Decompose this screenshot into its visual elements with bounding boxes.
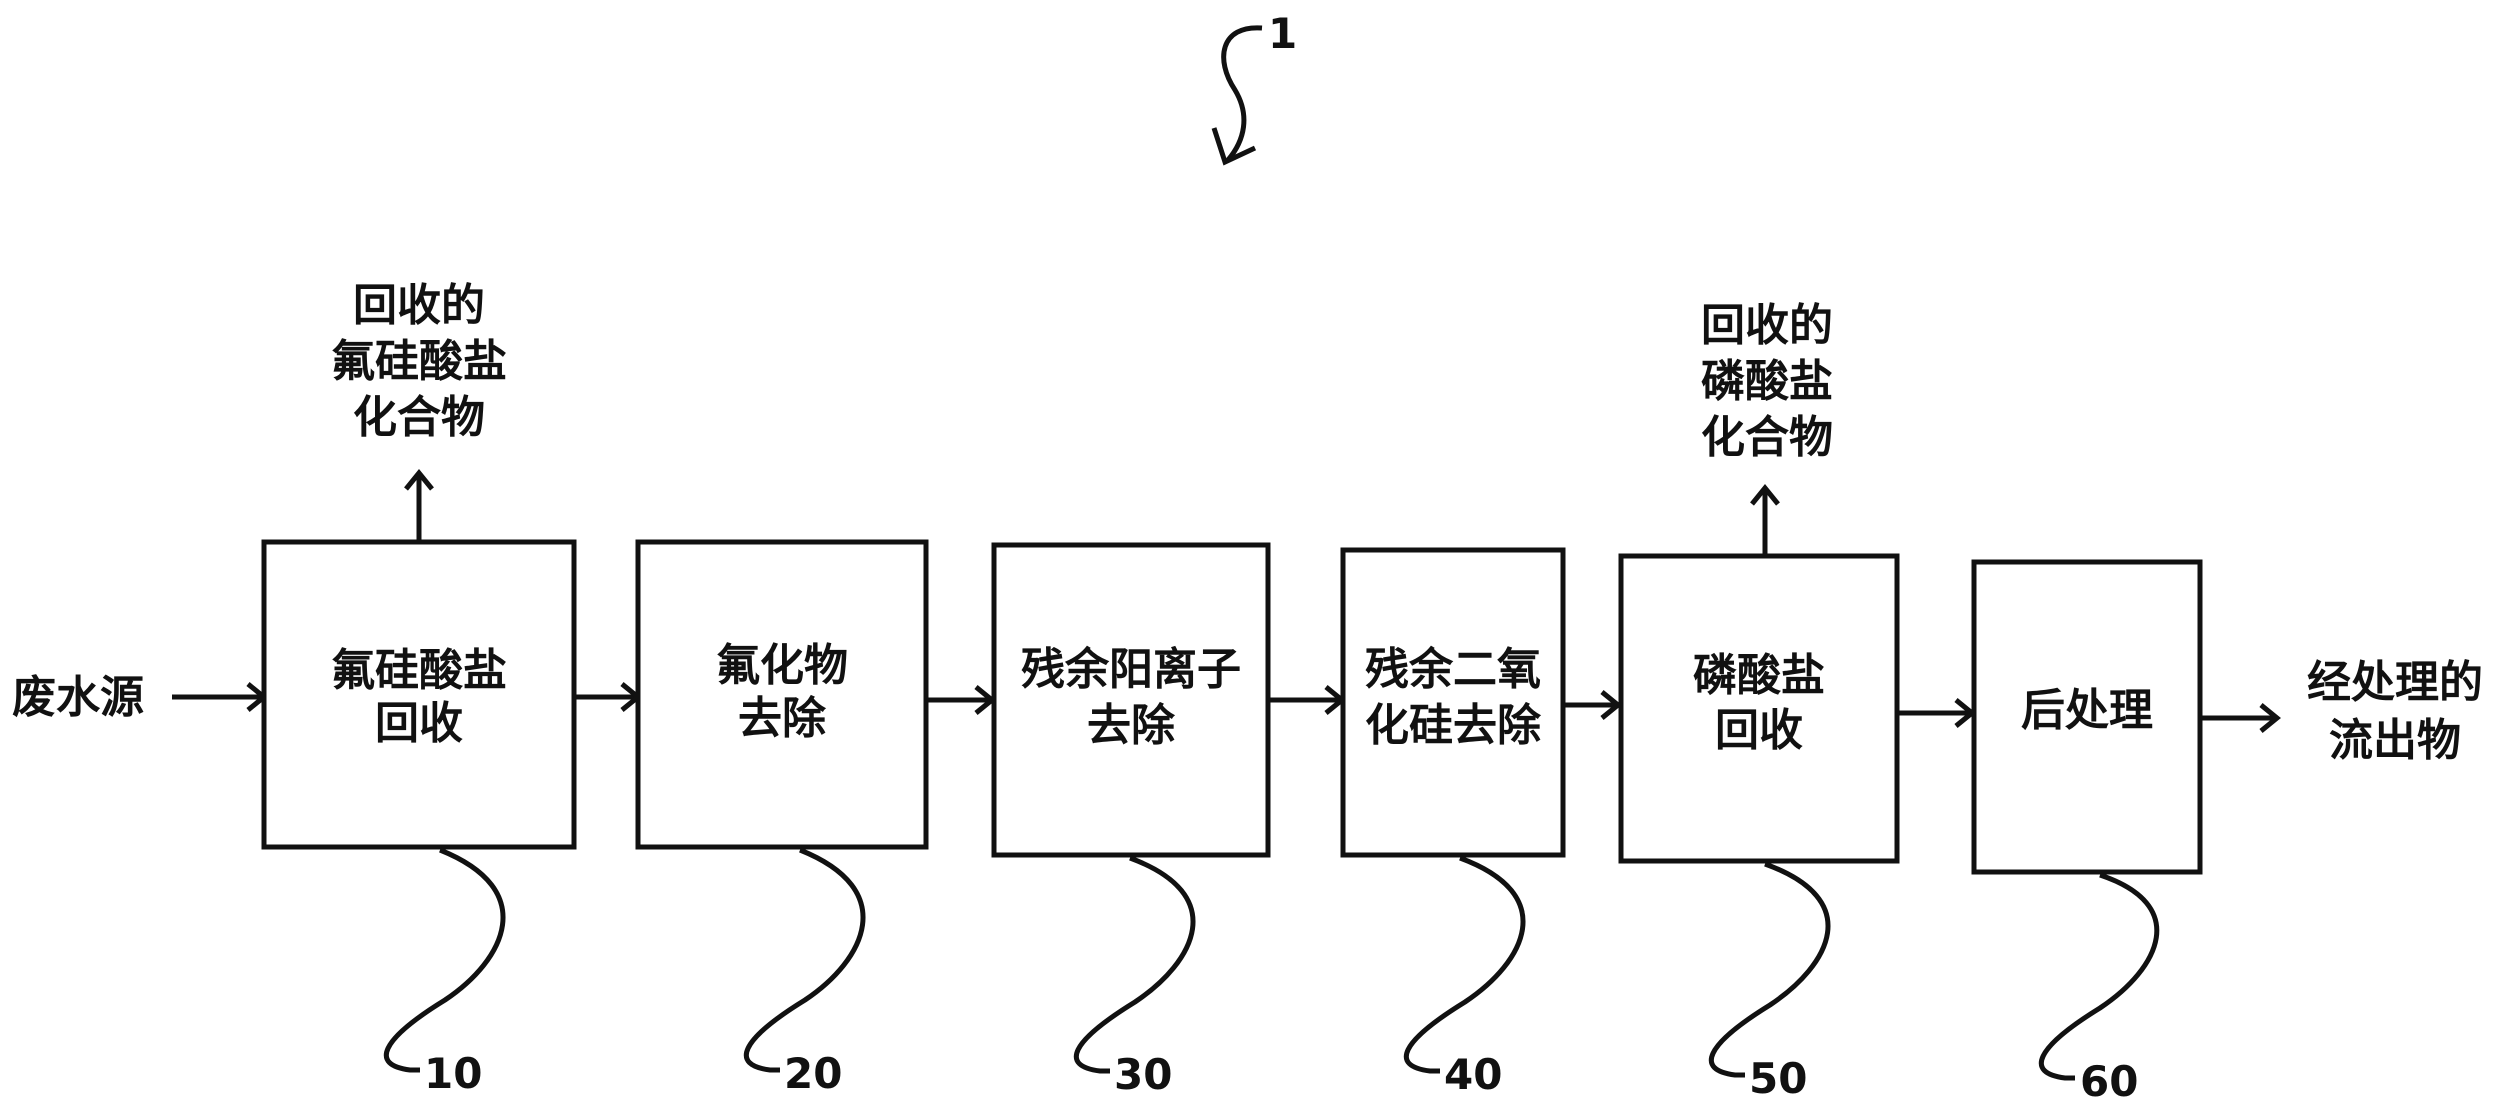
byproduct-label-line: 回收的 xyxy=(353,280,485,331)
stage-label-line: 残余阳离子 xyxy=(1021,644,1241,695)
ref-leader-50 xyxy=(1708,861,1831,1078)
stage-box xyxy=(1618,553,1900,864)
stage-label-line: 氟化物 xyxy=(716,640,848,691)
figure-label: 1 xyxy=(1268,9,1297,58)
stage-label-line: 化硅去除 xyxy=(1365,700,1542,751)
stage-residual-cation-removal: 残余阳离子 去除 xyxy=(991,542,1271,858)
stage-fluoride-removal: 氟化物 去除 xyxy=(635,539,929,850)
stage-post-treatment: 后处理 xyxy=(1971,559,2203,875)
stage-label-line: 去除 xyxy=(738,693,827,744)
stage-label-line: 去除 xyxy=(1087,700,1176,751)
ref-number: 30 xyxy=(1114,1050,1172,1099)
input-label: 废水源 xyxy=(12,672,144,723)
figure-label-arrowhead xyxy=(1211,127,1257,166)
byproduct-label-line: 磷酸盐 xyxy=(1701,356,1833,407)
stage-label-line: 氟硅酸盐 xyxy=(331,645,507,696)
byproduct-arrowhead xyxy=(1750,484,1780,506)
ref-number: 50 xyxy=(1749,1054,1807,1103)
byproduct-label-line: 化合物 xyxy=(1701,412,1833,463)
output-label-line: 流出物 xyxy=(2329,715,2461,766)
stage-label-line: 后处理 xyxy=(2021,685,2153,736)
stage-box xyxy=(261,539,577,850)
ref-number: 40 xyxy=(1444,1050,1502,1099)
ref-number: 20 xyxy=(784,1049,842,1098)
stage-phosphate-recovery: 磷酸盐 回收 xyxy=(1618,553,1900,864)
stage-label-line: 残余二氧 xyxy=(1365,644,1541,695)
stage-box xyxy=(1971,559,2203,875)
stage-residual-silica-removal: 残余二氧 化硅去除 xyxy=(1340,547,1566,858)
stage-box xyxy=(635,539,929,850)
ref-leader-60 xyxy=(2038,872,2160,1081)
output-arrowhead xyxy=(2259,703,2281,733)
ref-leader-20 xyxy=(743,847,866,1073)
flow-arrowhead xyxy=(1600,690,1622,720)
byproduct-arrowhead xyxy=(404,469,434,491)
stage-label-line: 磷酸盐 xyxy=(1693,650,1825,701)
ref-leader-30 xyxy=(1073,855,1196,1074)
figure-label-squiggle xyxy=(1221,25,1263,162)
stage-box xyxy=(1340,547,1566,858)
byproduct-label-line: 回收的 xyxy=(1701,300,1833,351)
stage-label-line: 回收 xyxy=(1715,705,1803,756)
byproduct-label-line: 化合物 xyxy=(353,392,485,443)
output-label-line: 经处理的 xyxy=(2307,657,2483,708)
stage-label-line: 回收 xyxy=(375,698,463,749)
figure-label-group: 1 xyxy=(1211,9,1297,166)
ref-number: 60 xyxy=(2080,1057,2138,1106)
ref-leader-10 xyxy=(383,847,506,1073)
ref-number: 10 xyxy=(424,1049,482,1098)
byproduct-label-line: 氟硅酸盐 xyxy=(331,336,507,387)
ref-leader-40 xyxy=(1403,855,1526,1074)
stage-fluorosilicate-recovery: 氟硅酸盐 回收 xyxy=(261,539,577,850)
